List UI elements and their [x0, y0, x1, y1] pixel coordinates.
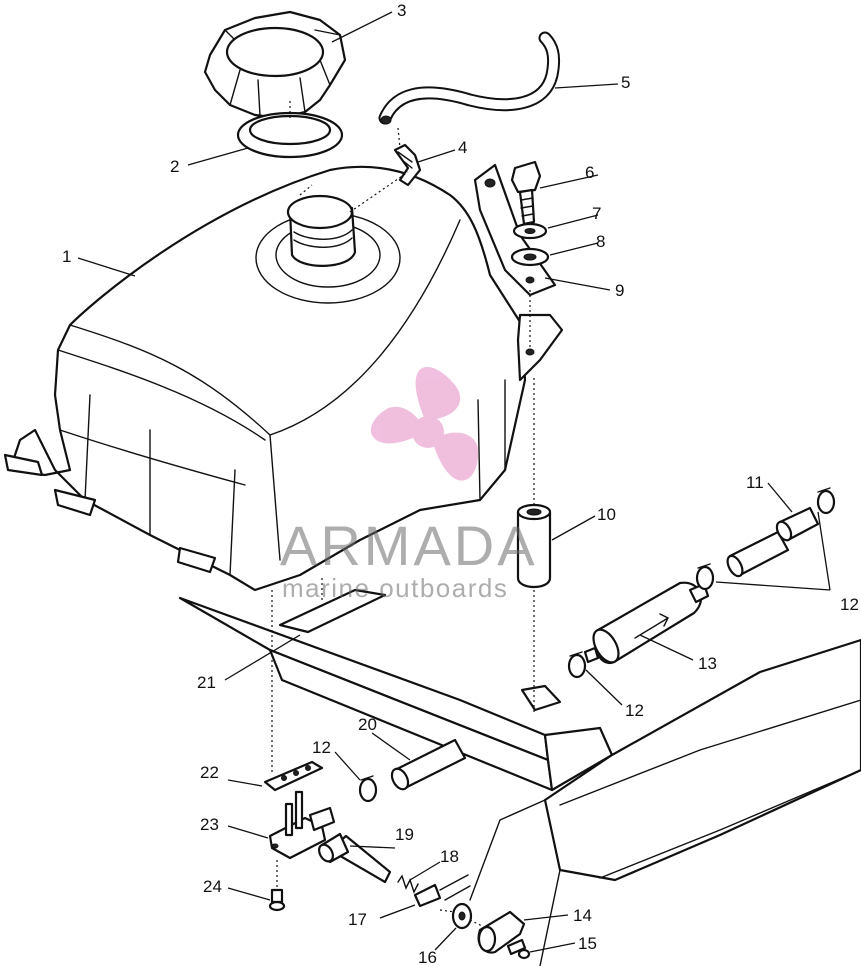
hose-clamp	[567, 651, 587, 679]
callout-23: 23	[200, 815, 219, 834]
leader-lines	[77, 11, 831, 953]
callout-10: 10	[597, 505, 616, 524]
spacer	[516, 503, 552, 589]
assembly-centerlines	[271, 100, 535, 927]
callout-22: 22	[200, 763, 219, 782]
fuel-line-lower	[390, 738, 467, 791]
frame-rail-right	[469, 638, 861, 966]
petcock-screw	[268, 888, 286, 912]
valve-clip	[413, 874, 471, 908]
watermark-brand: ARMADA	[280, 514, 538, 577]
callout-16: 16	[418, 948, 437, 966]
callout-24: 24	[203, 877, 222, 896]
callout-4: 4	[458, 138, 467, 157]
vent-fitting	[393, 143, 422, 187]
bolt	[510, 160, 542, 226]
callout-20: 20	[358, 715, 377, 734]
knob-screw	[506, 938, 531, 960]
frame-crossmember	[178, 596, 614, 792]
callout-5: 5	[621, 73, 630, 92]
callout-8: 8	[596, 232, 605, 251]
callout-17: 17	[348, 910, 367, 929]
callout-labels: 1 2 3 4 5 6 7 8 9 10 11 12 12 12 13 14 1…	[62, 1, 859, 966]
fuel-line-upper	[726, 506, 820, 578]
callout-12-left: 12	[312, 738, 331, 757]
watermark-tagline: marine outboards	[282, 573, 508, 603]
fuel-cap	[203, 10, 347, 120]
callout-6: 6	[585, 163, 594, 182]
valve-shaft	[318, 832, 392, 884]
callout-7: 7	[592, 204, 601, 223]
valve-spring	[397, 874, 419, 894]
callout-21: 21	[197, 673, 216, 692]
flat-washer	[510, 247, 550, 267]
fuel-tank	[3, 165, 564, 592]
callout-12-middle: 12	[625, 701, 644, 720]
callout-2: 2	[170, 157, 179, 176]
valve-knob	[477, 910, 526, 954]
cap-gasket	[236, 111, 344, 159]
tank-pad	[278, 588, 387, 634]
petcock-plate	[263, 760, 324, 792]
callout-14: 14	[573, 906, 592, 925]
vent-hose	[378, 31, 561, 125]
callout-9: 9	[615, 281, 624, 300]
hose-clamp	[358, 775, 378, 803]
watermark: ARMADA marine outboards	[280, 367, 538, 603]
callout-1: 1	[62, 247, 71, 266]
lock-washer	[512, 222, 548, 240]
valve-washer	[451, 902, 473, 930]
hose-clamp	[695, 563, 715, 591]
callout-15: 15	[578, 934, 597, 953]
callout-11: 11	[746, 473, 764, 492]
callout-18: 18	[440, 847, 459, 866]
callout-3: 3	[397, 1, 406, 20]
callout-12-right: 12	[840, 595, 859, 614]
propeller-logo	[370, 367, 479, 481]
petcock-valve	[268, 790, 336, 860]
fuel-filter	[583, 581, 710, 665]
callout-19: 19	[395, 825, 414, 844]
hose-clamp	[816, 487, 836, 515]
callout-13: 13	[698, 654, 717, 673]
